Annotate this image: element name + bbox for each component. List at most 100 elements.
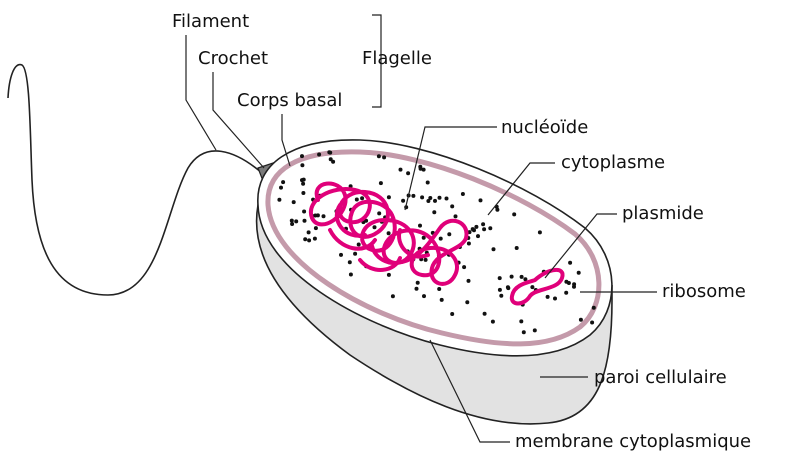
- ribosome-dot: [546, 295, 550, 299]
- ribosome-dot: [520, 275, 524, 279]
- ribosome-dot: [379, 181, 383, 185]
- ribosome-dot: [533, 328, 537, 332]
- ribosome-dot: [471, 227, 475, 231]
- ribosome-dot: [577, 271, 581, 275]
- ribosome-dot: [277, 198, 281, 202]
- ribosome-dot: [447, 232, 451, 236]
- ribosome-dot: [302, 210, 306, 214]
- label-plasmide: plasmide: [622, 203, 704, 224]
- ribosome-dot: [353, 252, 357, 256]
- ribosome-dot: [467, 279, 471, 283]
- ribosome-dot: [433, 199, 437, 203]
- ribosome-dot: [461, 192, 465, 196]
- ribosome-dot: [506, 285, 510, 289]
- ribosome-dot: [519, 319, 523, 323]
- ribosome-dot: [415, 287, 419, 291]
- ribosome-dot: [406, 171, 410, 175]
- ribosome-dot: [440, 298, 444, 302]
- ribosome-dot: [419, 167, 423, 171]
- label-flagelle: Flagelle: [362, 48, 432, 69]
- ribosome-dot: [292, 200, 296, 204]
- label-corps-basal: Corps basal: [237, 90, 342, 111]
- ribosome-dot: [476, 234, 480, 238]
- ribosome-dot: [418, 224, 422, 228]
- ribosome-dot: [303, 237, 307, 241]
- label-paroi-cellulaire: paroi cellulaire: [594, 367, 727, 388]
- ribosome-dot: [568, 261, 572, 265]
- ribosome-dot: [377, 211, 381, 215]
- ribosome-dot: [538, 230, 542, 234]
- ribosome-dot: [572, 285, 576, 289]
- ribosome-dot: [316, 213, 320, 217]
- ribosome-dot: [322, 214, 326, 218]
- ribosome-dot: [328, 151, 332, 155]
- ribosome-dot: [479, 198, 483, 202]
- ribosome-dot: [373, 225, 377, 229]
- ribosome-dot: [426, 199, 430, 203]
- ribosome-dot: [339, 253, 343, 257]
- flagellum-filament: [8, 65, 262, 295]
- ribosome-dot: [349, 273, 353, 277]
- ribosome-dot: [437, 287, 441, 291]
- ribosome-dot: [515, 246, 519, 250]
- ribosome-dot: [290, 219, 294, 223]
- ribosome-dot: [579, 318, 583, 322]
- ribosome-dot: [416, 281, 420, 285]
- ribosome-dot: [301, 191, 305, 195]
- ribosome-dot: [303, 219, 307, 223]
- ribosome-dot: [483, 312, 487, 316]
- ribosome-dot: [450, 312, 454, 316]
- ribosome-dot: [360, 196, 364, 200]
- ribosome-dot: [382, 155, 386, 159]
- ribosome-dot: [553, 297, 557, 301]
- ribosome-dot: [454, 214, 458, 218]
- ribosome-dot: [391, 294, 395, 298]
- ribosome-dot: [499, 294, 503, 298]
- ribosome-dot: [399, 168, 403, 172]
- ribosome-dot: [290, 222, 294, 226]
- ribosome-dot: [522, 330, 526, 334]
- ribosome-dot: [482, 227, 486, 231]
- ribosome-dot: [426, 181, 430, 185]
- ribosome-dot: [530, 285, 534, 289]
- label-membrane-cytoplasmique: membrane cytoplasmique: [515, 431, 751, 452]
- ribosome-dot: [401, 199, 405, 203]
- ribosome-dot: [357, 243, 361, 247]
- ribosome-dot: [422, 236, 426, 240]
- ribosome-dot: [512, 212, 516, 216]
- ribosome-dot: [348, 260, 352, 264]
- ribosome-dot: [462, 265, 466, 269]
- ribosome-dot: [387, 273, 391, 277]
- ribosome-dot: [307, 238, 311, 242]
- ribosome-dot: [300, 178, 304, 182]
- ribosome-dot: [279, 186, 283, 190]
- ribosome-dot: [498, 288, 502, 292]
- ribosome-dot: [467, 242, 471, 246]
- ribosome-dot: [329, 157, 333, 161]
- label-nucleoide: nucléoïde: [501, 117, 588, 138]
- ribosome-dot: [495, 208, 499, 212]
- ribosome-dot: [465, 300, 469, 304]
- ribosome-dot: [445, 197, 449, 201]
- ribosome-dot: [377, 154, 381, 158]
- ribosome-dot: [488, 226, 492, 230]
- ribosome-dot: [510, 275, 514, 279]
- label-filament: Filament: [172, 11, 249, 32]
- label-cytoplasme: cytoplasme: [561, 152, 665, 173]
- ribosome-dot: [481, 222, 485, 226]
- ribosome-dot: [422, 294, 426, 298]
- ribosome-dot: [474, 225, 478, 229]
- ribosome-dot: [424, 258, 428, 262]
- ribosome-dot: [300, 163, 304, 167]
- ribosome-dot: [314, 226, 318, 230]
- ribosome-dot: [564, 280, 568, 284]
- ribosome-dot: [492, 247, 496, 251]
- ribosome-dot: [387, 231, 391, 235]
- ribosome-dot: [450, 204, 454, 208]
- ribosome-dot: [301, 182, 305, 186]
- label-ribosome: ribosome: [662, 281, 746, 302]
- ribosome-dot: [498, 276, 502, 280]
- ribosome-dot: [590, 321, 594, 325]
- ribosome-dot: [432, 210, 436, 214]
- ribosome-dot: [313, 237, 317, 241]
